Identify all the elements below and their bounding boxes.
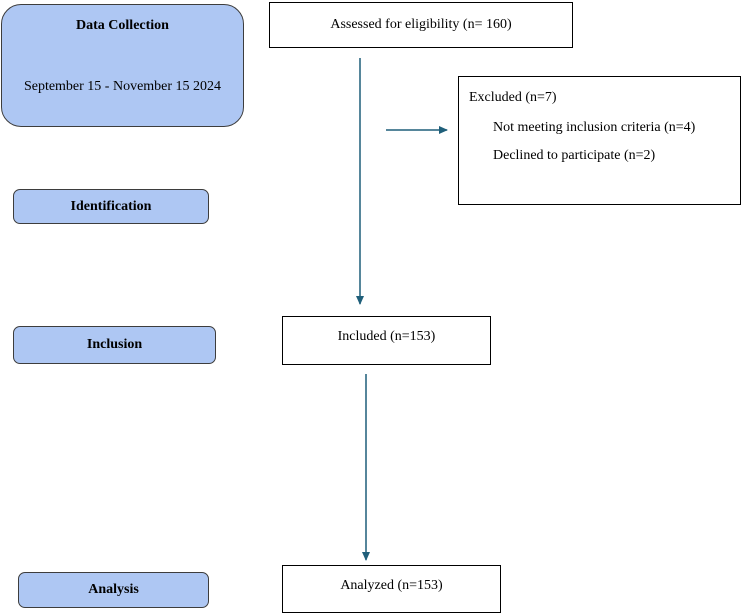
excluded-box: Excluded (n=7) Not meeting inclusion cri… bbox=[458, 76, 741, 205]
stage-analysis: Analysis bbox=[18, 572, 209, 608]
analyzed-box: Analyzed (n=153) bbox=[282, 565, 501, 613]
data-collection-title: Data Collection bbox=[76, 18, 169, 33]
data-collection-box: Data Collection September 15 - November … bbox=[1, 4, 244, 127]
analyzed-label: Analyzed (n=153) bbox=[340, 578, 443, 593]
included-label: Included (n=153) bbox=[337, 328, 436, 344]
assessed-label: Assessed for eligibility (n= 160) bbox=[330, 17, 512, 32]
included-box: Included (n=153) bbox=[282, 316, 491, 365]
stage-inclusion: Inclusion bbox=[13, 326, 216, 364]
data-collection-dates: September 15 - November 15 2024 bbox=[23, 79, 222, 94]
assessed-box: Assessed for eligibility (n= 160) bbox=[269, 2, 573, 48]
excluded-reason-2: Declined to participate (n=2) bbox=[493, 148, 656, 163]
stage-identification: Identification bbox=[13, 189, 209, 224]
excluded-title: Excluded (n=7) bbox=[469, 90, 557, 105]
excluded-reason-1: Not meeting inclusion criteria (n=4) bbox=[493, 120, 696, 135]
